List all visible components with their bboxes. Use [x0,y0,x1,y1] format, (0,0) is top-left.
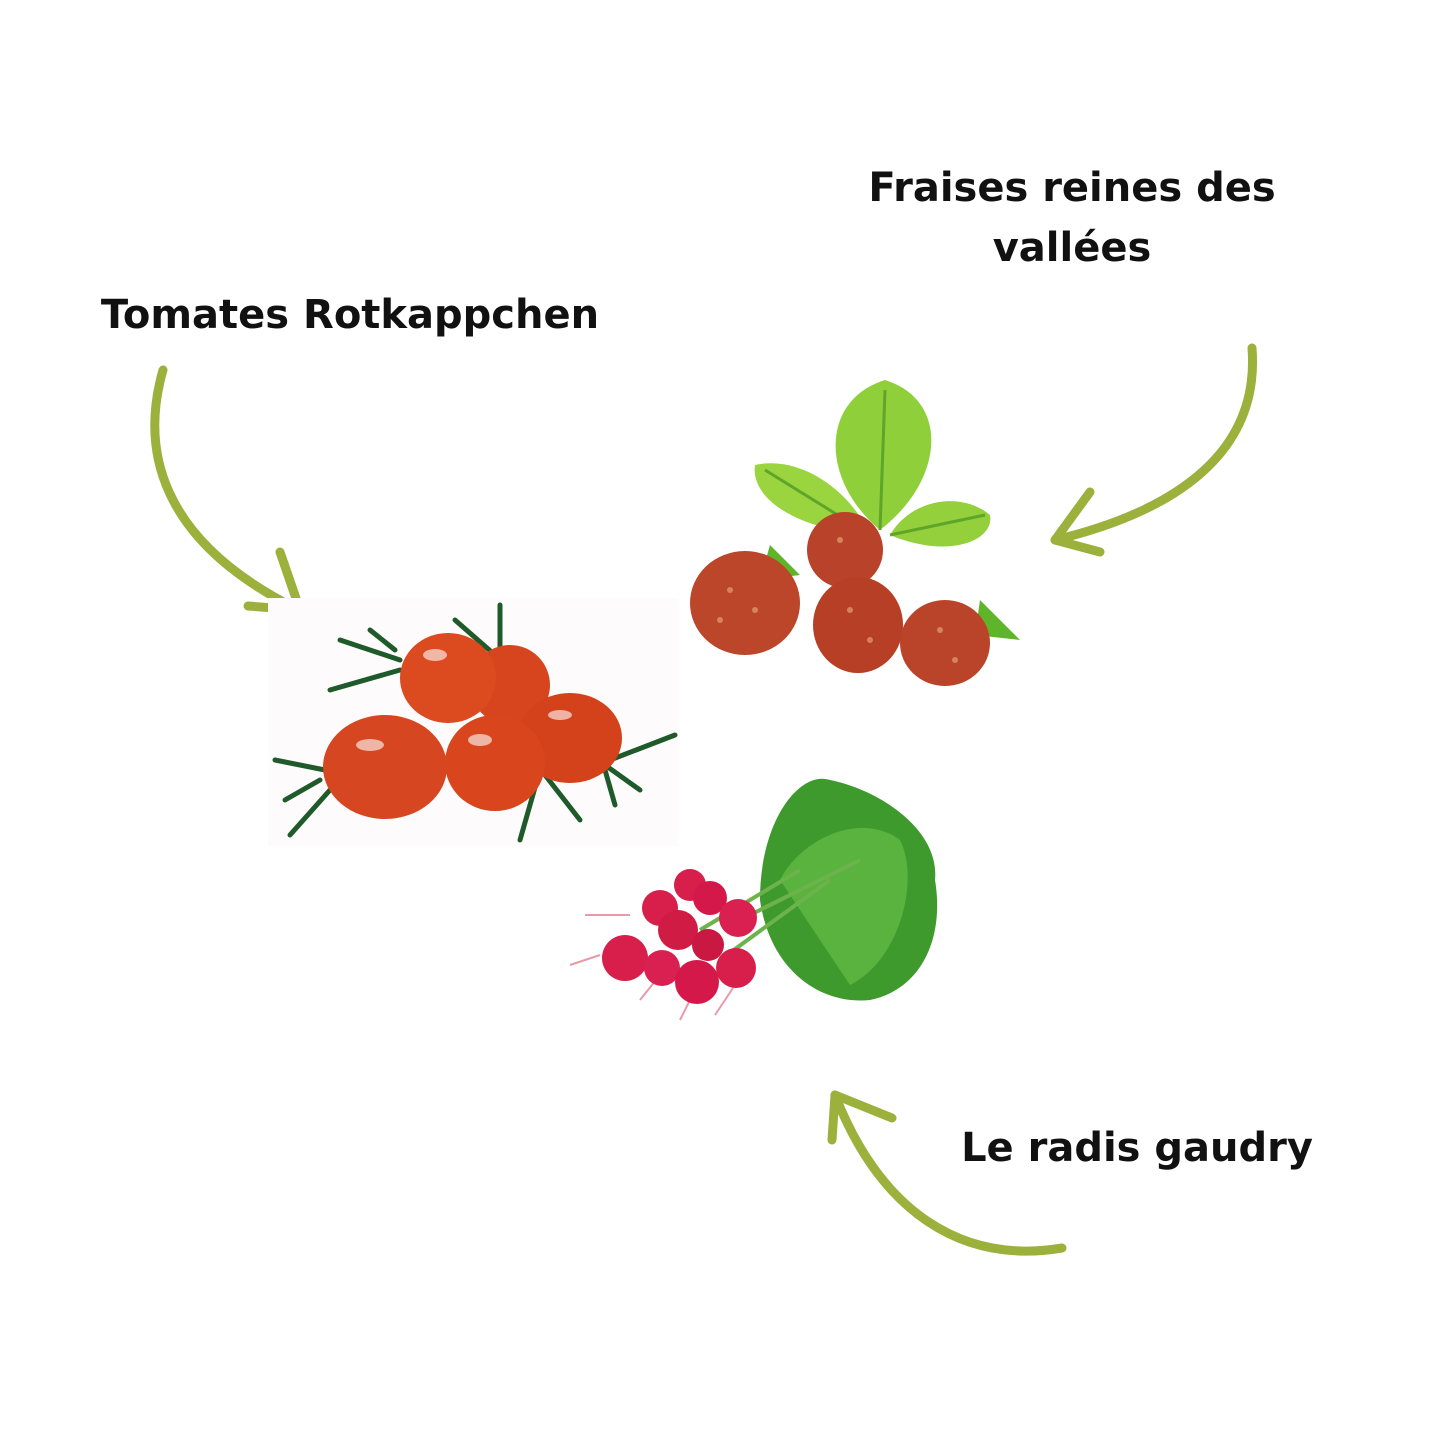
tomatoes-label: Tomates Rotkappchen [100,292,600,338]
tomato-image [268,598,678,846]
radish-image [569,778,938,1021]
curved-arrow-icon [150,365,305,615]
strawberries-label-line1: Fraises reines des [868,165,1276,211]
radish-label: Le radis gaudry [961,1125,1313,1171]
strawberries-label-line2: vallées [992,225,1152,271]
curved-arrow-icon [827,1090,1067,1256]
curved-arrow-icon [1050,343,1258,557]
strawberry-image [690,380,1020,686]
